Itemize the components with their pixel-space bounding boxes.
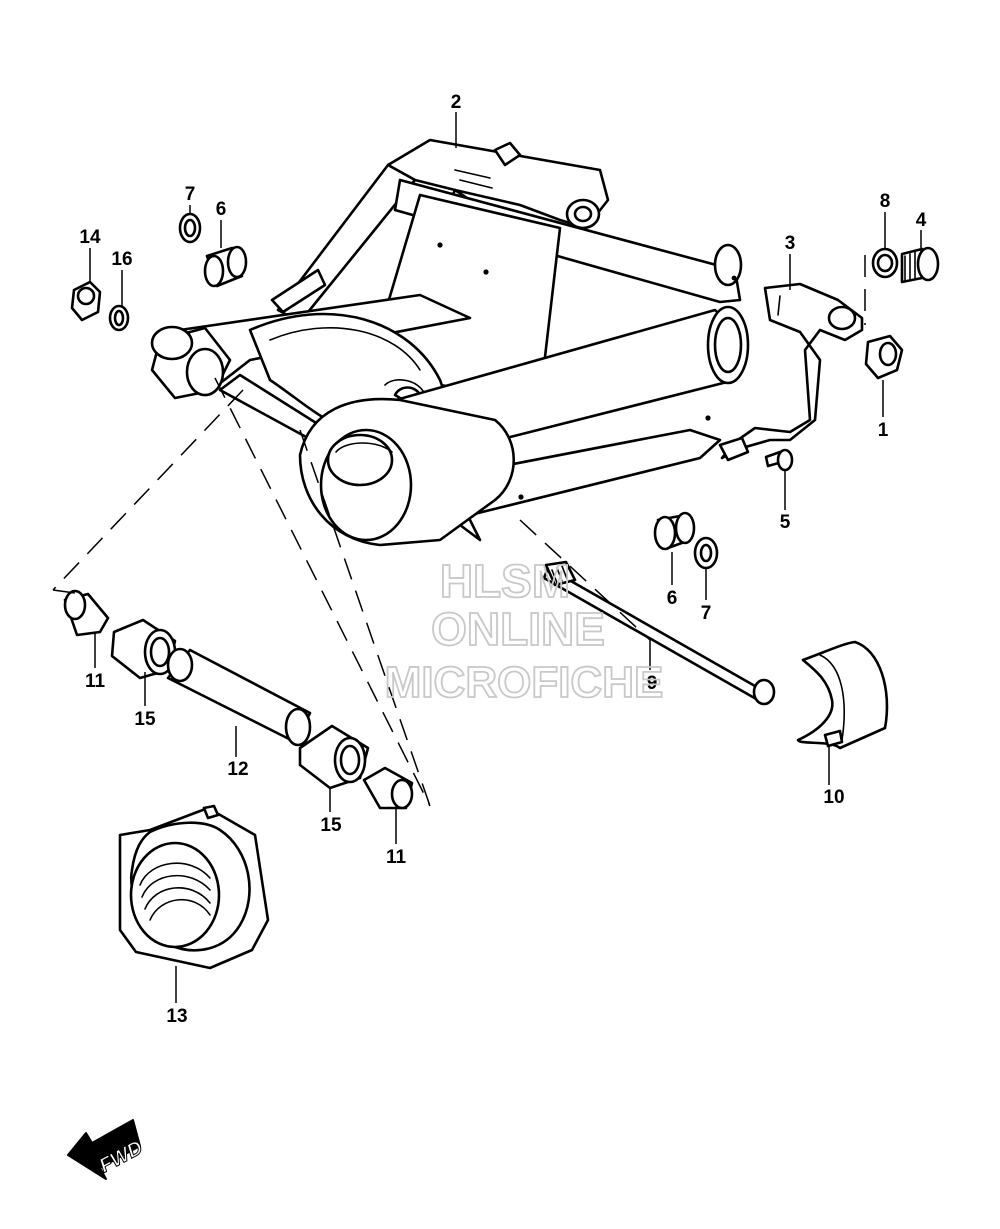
bolt-part-4 [900, 246, 940, 284]
watermark-line-3: MICROFICHE [385, 658, 664, 707]
pivot-shaft-part-9 [542, 560, 776, 706]
callout-12: 12 [227, 759, 248, 780]
callout-11-right: 11 [386, 847, 407, 868]
watermark-line-1: HLSM [440, 555, 570, 607]
washer-part-7-lower [693, 536, 719, 570]
callout-labels: 1 2 3 4 5 6 6 7 7 8 9 10 11 11 12 13 14 … [79, 92, 926, 1027]
callout-7-lower: 7 [701, 603, 712, 624]
fwd-arrow-icon: FWD [67, 1119, 147, 1180]
swingarm-part-2 [150, 138, 750, 547]
callout-7-upper: 7 [185, 184, 196, 205]
cover-part-10 [796, 640, 889, 750]
bracket-part-3 [718, 282, 864, 462]
bearing-part-15-right [298, 724, 370, 790]
callout-3: 3 [785, 233, 796, 254]
bearing-part-15-left [110, 618, 177, 680]
watermark-line-2: ONLINE [431, 603, 605, 655]
callout-4: 4 [916, 210, 927, 231]
callout-15-right: 15 [320, 815, 342, 836]
spacer-part-12 [166, 647, 312, 747]
nut-part-1 [864, 334, 904, 380]
washer-part-7-upper [178, 212, 202, 244]
callout-6-lower: 6 [667, 588, 678, 609]
leader-lines [52, 112, 922, 1003]
bearing-part-6-upper [203, 245, 248, 288]
callout-14: 14 [79, 227, 101, 248]
callout-6-upper: 6 [216, 199, 227, 220]
callout-2: 2 [451, 92, 462, 113]
callout-8: 8 [880, 191, 891, 212]
callout-9: 9 [647, 673, 658, 694]
boot-part-13 [118, 804, 270, 970]
screw-part-5 [764, 448, 794, 472]
callout-1: 1 [878, 420, 889, 441]
callout-10: 10 [823, 787, 844, 808]
nut-part-14 [70, 280, 102, 322]
callout-5: 5 [780, 512, 791, 533]
bushing-part-8 [871, 247, 899, 279]
callout-11-left: 11 [85, 671, 106, 692]
callout-15-left: 15 [134, 709, 156, 730]
washer-part-16 [108, 304, 130, 332]
callout-13: 13 [166, 1006, 187, 1027]
collar-part-11-left [63, 589, 110, 637]
callout-16: 16 [111, 249, 132, 270]
collar-part-11-right [362, 766, 414, 810]
bearing-part-6-lower [653, 511, 696, 551]
watermark: HLSM ONLINE MICROFICHE [384, 554, 664, 708]
